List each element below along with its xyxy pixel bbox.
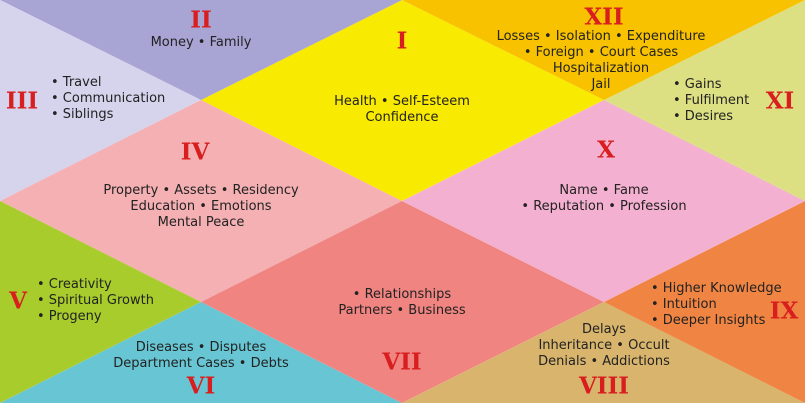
house-3-line: • Siblings	[51, 107, 114, 122]
house-12-line: Jail	[591, 77, 611, 92]
house-9-region	[604, 201, 805, 403]
house-4-numeral: IV	[180, 138, 210, 166]
house-12-line: • Foreign • Court Cases	[523, 45, 679, 60]
house-1-numeral: I	[396, 27, 408, 55]
house-5-line: • Progeny	[37, 309, 102, 324]
house-6-line: Diseases • Disputes	[135, 340, 267, 355]
house-3-line: • Communication	[51, 91, 166, 106]
house-11-line: • Fulfilment	[673, 93, 750, 108]
house-5-region	[0, 201, 201, 403]
house-10-line: Name • Fame	[559, 183, 649, 198]
house-11-region	[604, 0, 805, 201]
house-11-numeral: XI	[765, 87, 795, 115]
house-3-region	[0, 0, 201, 201]
house-7-line: Partners • Business	[338, 303, 466, 318]
house-12-line: Losses • Isolation • Expenditure	[496, 29, 706, 44]
house-12-numeral: XII	[584, 3, 624, 31]
house-11-line: • Gains	[673, 77, 722, 92]
house-3-line: • Travel	[51, 75, 102, 90]
house-8-line: Denials • Addictions	[538, 354, 670, 369]
house-5-line: • Spiritual Growth	[37, 293, 154, 308]
house-5-line: • Creativity	[37, 277, 112, 292]
house-2-numeral: II	[190, 6, 212, 34]
house-11-description: • Gains• Fulfilment• Desires	[673, 77, 749, 125]
house-4-line: Mental Peace	[157, 215, 245, 230]
house-10-line: • Reputation • Profession	[521, 199, 687, 214]
house-12-region	[402, 0, 805, 100]
house-12-line: Hospitalization	[552, 61, 650, 76]
house-9-line: • Higher Knowledge	[651, 281, 782, 296]
house-9-description: • Higher Knowledge• Intuition• Deeper In…	[651, 281, 782, 329]
house-7-line: • Relationships	[352, 287, 452, 302]
house-3-numeral: III	[5, 87, 39, 115]
house-1-line: Confidence	[365, 110, 439, 125]
house-10-numeral: X	[597, 136, 615, 164]
house-7-region	[201, 201, 604, 403]
house-1-region	[201, 0, 604, 201]
house-11-line: • Desires	[673, 109, 734, 124]
house-5-description: • Creativity• Spiritual Growth• Progeny	[37, 277, 154, 325]
house-8-region	[402, 302, 805, 403]
house-9-line: • Deeper Insights	[651, 313, 766, 328]
house-2-description: Money • Family	[151, 35, 252, 51]
house-4-line: Education • Emotions	[130, 199, 272, 214]
house-2-line: Money • Family	[150, 35, 252, 50]
house-7-numeral: VII	[382, 348, 422, 376]
house-10-description: Name • Fame• Reputation • Profession	[521, 183, 686, 215]
house-8-line: Delays	[581, 322, 627, 337]
house-4-line: Property • Assets • Residency	[103, 183, 299, 198]
house-6-line: Department Cases • Debts	[113, 356, 289, 371]
house-6-region	[0, 302, 402, 403]
house-3-description: • Travel• Communication• Siblings	[51, 75, 165, 123]
house-5-numeral: V	[9, 287, 27, 315]
house-2-region	[0, 0, 402, 100]
house-9-numeral: IX	[769, 297, 799, 325]
house-12-description: Losses • Isolation • Expenditure• Foreig…	[497, 29, 706, 93]
house-9-line: • Intuition	[651, 297, 717, 312]
house-6-numeral: VI	[186, 372, 216, 400]
house-1-line: Health • Self-Esteem	[334, 94, 470, 109]
house-10-region	[402, 100, 805, 302]
house-8-line: Inheritance • Occult	[538, 338, 670, 353]
house-8-numeral: VIII	[578, 372, 630, 400]
